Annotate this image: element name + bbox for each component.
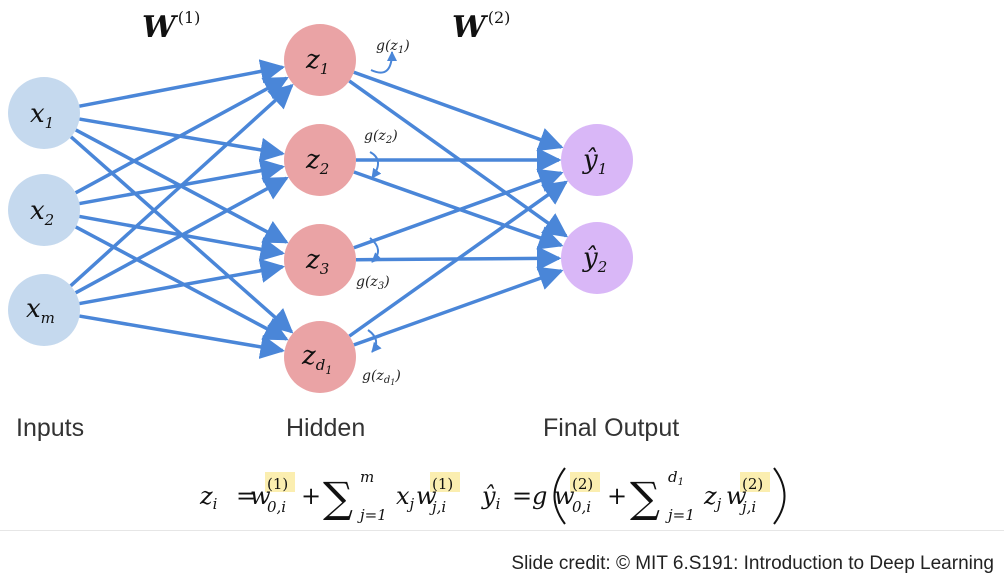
node-label: ŷ1: [582, 145, 607, 178]
svg-text:j=1: j=1: [357, 506, 387, 524]
activation-arc-z1: [370, 51, 397, 74]
input-node-x1: x1: [8, 77, 80, 149]
svg-text:(1): (1): [432, 475, 453, 493]
activation-label-z1: g(z1): [376, 38, 410, 56]
svg-text:(2): (2): [742, 475, 763, 493]
svg-text:ŷi: ŷi: [481, 482, 501, 513]
node-label: zd1: [301, 341, 332, 377]
svg-text:(1): (1): [267, 475, 288, 493]
svg-text:=: =: [512, 482, 532, 510]
svg-text:g: g: [532, 482, 547, 510]
svg-text:+: +: [301, 482, 321, 510]
activation-arc-z3: [369, 237, 383, 263]
svg-text:0,i: 0,i: [572, 498, 591, 516]
edge-input2-hidden1: [74, 76, 289, 195]
equations: zi = w (1) 0,i + ∑ m j=1 xj w (1) j,i ŷi…: [199, 467, 786, 525]
edge-hidden3-output1: [353, 168, 564, 250]
input-node-x2: x2: [8, 174, 80, 246]
svg-text:=: =: [236, 482, 256, 510]
svg-text:0,i: 0,i: [267, 498, 286, 516]
svg-text:w: w: [250, 482, 271, 510]
hidden-node-z1: z1: [284, 24, 356, 96]
svg-text:∑: ∑: [323, 473, 353, 522]
activation-arc-zd1: [367, 329, 382, 353]
edge-hidden4-output2: [353, 266, 564, 347]
edge-input1-hidden1: [79, 59, 286, 108]
node-label: x2: [30, 196, 54, 229]
node-label: z3: [305, 245, 329, 278]
svg-text:j,i: j,i: [739, 498, 756, 516]
edge-input3-hidden2: [74, 176, 289, 295]
hidden-equation: zi = w (1) 0,i + ∑ m j=1 xj w (1) j,i: [199, 468, 460, 524]
edge-input3-hidden1: [69, 83, 294, 288]
svg-text:xj: xj: [396, 482, 415, 513]
svg-text:∑: ∑: [630, 473, 660, 522]
svg-text:m: m: [360, 468, 374, 486]
edge-input3-hidden3: [79, 258, 286, 306]
edge-input3-hidden4: [79, 314, 285, 359]
svg-text:w: w: [416, 482, 437, 510]
node-label: ŷ2: [582, 243, 607, 276]
svg-text:(2): (2): [572, 475, 593, 493]
output-node-y2: ŷ2: [561, 222, 633, 294]
neural-network-diagram: W(1) W(2) x1 x2 xm z1 z2 z3 zd1 g(z1) g(…: [8, 8, 633, 393]
node-label: z2: [305, 145, 329, 178]
hidden-node-zd1: zd1: [284, 321, 356, 393]
svg-text:+: +: [607, 482, 627, 510]
weight-label-w1: W(1): [142, 8, 200, 45]
edges: [69, 59, 569, 359]
edge-hidden4-output1: [348, 180, 569, 338]
svg-text:w: w: [554, 482, 575, 510]
weight-label-w2: W(2): [452, 8, 510, 45]
hidden-node-z3: z3: [284, 224, 356, 296]
slide-credit: Slide credit: © MIT 6.S191: Introduction…: [511, 553, 994, 574]
output-equation: ŷi = g w (2) 0,i + ∑ d1 j=1 zj w (2) j,i: [481, 467, 786, 525]
svg-text:zi: zi: [199, 482, 218, 513]
input-node-xm: xm: [8, 274, 80, 346]
svg-text:w: w: [726, 482, 747, 510]
edge-hidden1-output1: [353, 70, 564, 152]
svg-text:j,i: j,i: [429, 498, 446, 516]
output-node-y1: ŷ1: [561, 124, 633, 196]
svg-text:d1: d1: [668, 468, 684, 488]
svg-text:zj: zj: [703, 482, 722, 513]
footer-divider: [0, 530, 1004, 531]
node-label: z1: [305, 45, 329, 78]
activation-arc-z2: [369, 151, 382, 179]
hidden-node-z2: z2: [284, 124, 356, 196]
edge-input2-hidden4: [74, 225, 289, 341]
svg-text:j=1: j=1: [665, 506, 695, 524]
node-label: x1: [30, 99, 54, 132]
layer-label-hidden: Hidden: [286, 414, 366, 442]
activation-label-z3: g(z3): [356, 274, 390, 292]
activation-arcs: [367, 51, 397, 353]
layer-label-inputs: Inputs: [16, 414, 85, 442]
activation-label-zd1: g(zd1): [362, 368, 401, 387]
node-label: xm: [26, 294, 55, 327]
layer-label-output: Final Output: [543, 414, 680, 442]
activation-label-z2: g(z2): [364, 128, 398, 146]
